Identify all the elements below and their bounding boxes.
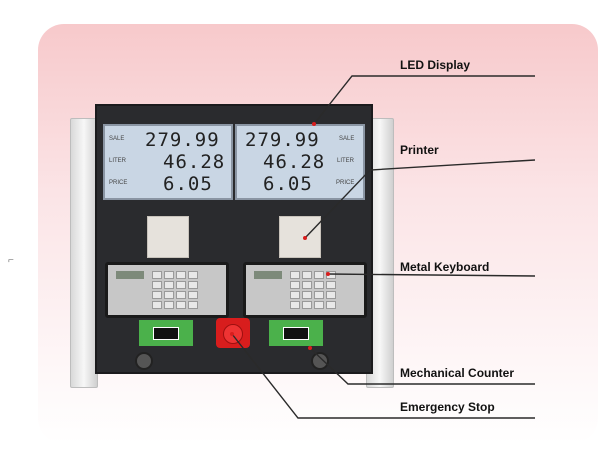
led-display-left: SALE 279.99 LITER 46.28 PRICE 6.05	[103, 124, 233, 200]
sale-label: SALE	[109, 136, 125, 142]
dispenser-panel: SALE 279.99 LITER 46.28 PRICE 6.05 279.9…	[95, 104, 373, 374]
callout-emergency-stop: Emergency Stop	[400, 400, 495, 414]
nozzle-holder-right	[311, 352, 329, 370]
metal-keyboard-right	[243, 262, 367, 318]
sale-value: 279.99	[245, 129, 320, 151]
leader-printer	[304, 159, 536, 239]
price-label: PRICE	[109, 180, 128, 186]
callout-metal-keyboard: Metal Keyboard	[400, 260, 490, 274]
leader-metal-keyboard	[327, 273, 536, 277]
leader-mechanical-counter	[309, 347, 535, 385]
liter-value: 46.28	[263, 151, 326, 173]
left-support-post	[70, 118, 98, 388]
callout-printer: Printer	[400, 143, 439, 157]
keyboard-screen	[116, 271, 144, 279]
callout-mechanical-counter: Mechanical Counter	[400, 366, 515, 380]
price-value: 6.05	[163, 173, 213, 195]
printer-slot-right	[279, 216, 321, 258]
mechanical-counter-left	[139, 320, 193, 346]
keyboard-screen	[254, 271, 282, 279]
price-label: PRICE	[336, 180, 355, 186]
liter-label: LITER	[337, 158, 355, 164]
nozzle-holder-left	[135, 352, 153, 370]
price-value: 6.05	[263, 173, 313, 195]
metal-keyboard-left	[105, 262, 229, 318]
led-display-right: 279.99 SALE 46.28 LITER 6.05 PRICE	[235, 124, 365, 200]
liter-label: LITER	[109, 158, 127, 164]
liter-value: 46.28	[163, 151, 226, 173]
callout-led-display: LED Display	[400, 58, 471, 72]
sale-value: 279.99	[145, 129, 220, 151]
leader-emergency-stop	[231, 333, 535, 419]
sale-label: SALE	[339, 136, 355, 142]
mechanical-counter-right	[269, 320, 323, 346]
printer-slot-left	[147, 216, 189, 258]
leader-led-display	[313, 75, 535, 125]
edge-mark-icon: ⌐	[8, 255, 14, 266]
